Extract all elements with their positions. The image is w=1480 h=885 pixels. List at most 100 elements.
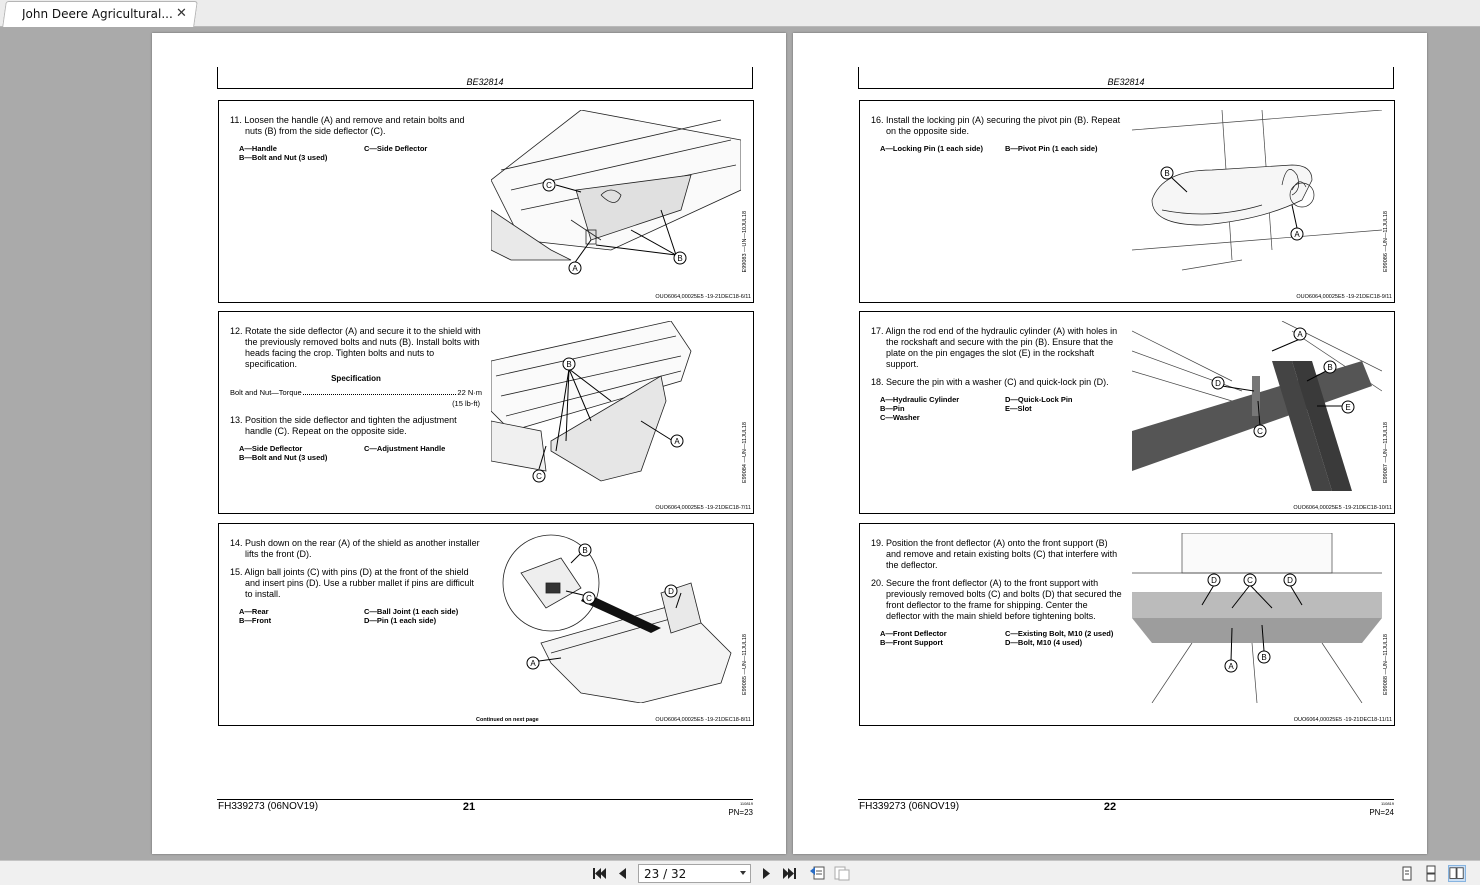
page-header: BE32814 <box>217 67 753 89</box>
legend-item: E—Slot <box>1005 404 1032 413</box>
tab-title[interactable]: John Deere Agricultural... <box>22 7 172 21</box>
instruction-panel: 12. Rotate the side deflector (A) and se… <box>218 311 754 514</box>
legend-item: B—Front Support <box>880 638 943 647</box>
footer-pn: PN=23 <box>728 808 753 817</box>
callout-label: D <box>668 587 674 596</box>
header-doc-code: BE32814 <box>466 77 504 87</box>
figure-front-deflector: D C D A B <box>1132 533 1382 703</box>
legend-item: C—Side Deflector <box>364 144 428 153</box>
legend-item: B—Bolt and Nut (3 used) <box>239 453 328 462</box>
callout-label: A <box>1294 230 1300 239</box>
instruction-panel: 17. Align the rod end of the hydraulic c… <box>859 311 1395 514</box>
dropdown-arrow-icon <box>740 871 746 875</box>
legend: A—Side Deflector C—Adjustment Handle B—B… <box>230 444 482 462</box>
two-page-icon <box>1449 867 1464 879</box>
legend-item: A—Locking Pin (1 each side) <box>880 144 983 153</box>
next-page-icon <box>763 868 770 879</box>
page-right: BE32814 16. Install the locking pin (A) … <box>793 33 1427 854</box>
continuous-view-button[interactable] <box>1422 865 1440 882</box>
legend-item: A—Rear <box>239 607 269 616</box>
instruction-panel: 11. Loosen the handle (A) and remove and… <box>218 100 754 303</box>
single-page-view-button[interactable] <box>1398 865 1416 882</box>
figure-code: E99085 —UN—11JUL18 <box>742 634 748 696</box>
go-back-icon <box>810 866 825 880</box>
callout-label: B <box>1164 169 1169 178</box>
figure-code: E99088 —UN—11JUL18 <box>1383 634 1389 696</box>
legend: A—Rear C—Ball Joint (1 each side) B—Fron… <box>230 607 482 625</box>
reference-code: OUO6064,00025E5 -19-21DEC18-9/11 <box>1296 294 1392 300</box>
tab-bar: John Deere Agricultural... ✕ <box>0 0 1480 27</box>
spec-row: Bolt and Nut—Torque 22 N·m <box>230 387 482 398</box>
footer-pn: PN=24 <box>1369 808 1394 817</box>
step-text: 11. Loosen the handle (A) and remove and… <box>230 115 465 136</box>
footer-page-number: 22 <box>1103 801 1117 813</box>
single-page-icon <box>1402 866 1412 881</box>
callout-label: C <box>1247 576 1253 585</box>
page-number-select[interactable]: 23 / 32 <box>638 864 751 883</box>
callout-label: A <box>1228 662 1234 671</box>
legend-item: B—Bolt and Nut (3 used) <box>239 153 328 162</box>
legend-item: D—Pin (1 each side) <box>364 616 437 625</box>
figure-code: E99084 —UN—11JUL18 <box>742 422 748 484</box>
figure-side-deflector-rotated: B A C <box>491 321 692 483</box>
figure-hydraulic-cylinder: A B D E C <box>1132 321 1382 491</box>
legend-item <box>1005 413 1135 422</box>
first-page-icon <box>593 868 606 879</box>
callout-label: C <box>546 181 552 190</box>
spec-value: 22 N·m <box>457 388 482 397</box>
navigation-toolbar: 23 / 32 <box>0 860 1480 885</box>
last-page-button[interactable] <box>781 865 799 882</box>
step-text: 19. Position the front deflector (A) ont… <box>871 538 1118 570</box>
footer-page-number: 21 <box>462 801 476 813</box>
go-forward-button[interactable] <box>833 865 851 882</box>
two-page-view-button[interactable] <box>1448 865 1466 882</box>
callout-label: C <box>586 594 592 603</box>
legend-item: B—Pin <box>880 404 905 413</box>
reference-code: OUO6064,00025E5 -19-21DEC18-7/11 <box>655 505 751 511</box>
callout-label: D <box>1211 576 1217 585</box>
instruction-panel: 19. Position the front deflector (A) ont… <box>859 523 1395 726</box>
callout-label: D <box>1215 379 1221 388</box>
callout-label: B <box>566 360 571 369</box>
legend-item: D—Quick-Lock Pin <box>1005 395 1073 404</box>
legend-item: B—Front <box>239 616 272 625</box>
next-page-button[interactable] <box>757 865 775 882</box>
spec-alt-value: (15 lb-ft) <box>452 399 480 408</box>
legend-item: A—Side Deflector <box>239 444 303 453</box>
callout-label: C <box>1257 427 1263 436</box>
go-back-button[interactable] <box>808 865 826 882</box>
step-text: 12. Rotate the side deflector (A) and se… <box>230 326 481 369</box>
callout-label: B <box>1261 653 1266 662</box>
step-text: 17. Align the rod end of the hydraulic c… <box>871 326 1118 369</box>
legend-item <box>364 153 494 162</box>
last-page-icon <box>783 868 796 879</box>
footer-rule <box>858 799 1394 800</box>
step-text: 20. Secure the front deflector (A) to th… <box>871 578 1122 621</box>
legend-item: A—Front Deflector <box>880 629 947 638</box>
callout-label: E <box>1345 403 1350 412</box>
spec-label: Bolt and Nut—Torque <box>230 388 302 397</box>
legend-item: C—Washer <box>880 413 920 422</box>
callout-label: A <box>1297 330 1303 339</box>
callout-label: A <box>572 264 578 273</box>
close-tab-icon[interactable]: ✕ <box>176 5 187 20</box>
callout-label: C <box>536 472 542 481</box>
legend-item: A—Handle <box>239 144 277 153</box>
figure-side-deflector-handle: C A B <box>491 110 741 275</box>
legend: A—Hydraulic Cylinder D—Quick-Lock Pin B—… <box>871 395 1123 422</box>
footer-doc-id: FH339273 (06NOV19) <box>218 801 319 812</box>
header-doc-code: BE32814 <box>1107 77 1145 87</box>
first-page-button[interactable] <box>590 865 608 882</box>
callout-label: B <box>1327 363 1332 372</box>
continued-note: Continued on next page <box>476 717 539 723</box>
callout-label: B <box>677 254 682 263</box>
legend-item: C—Existing Bolt, M10 (2 used) <box>1005 629 1114 638</box>
step-text: 18. Secure the pin with a washer (C) and… <box>871 377 1109 387</box>
legend-item: D—Bolt, M10 (4 used) <box>1005 638 1083 647</box>
page-left: BE32814 11. Loosen the handle (A) and re… <box>152 33 786 854</box>
legend: A—Front Deflector C—Existing Bolt, M10 (… <box>871 629 1123 647</box>
page-indicator: 23 / 32 <box>644 867 687 881</box>
footer-date-code: 110819 <box>1380 801 1394 806</box>
step-text: 13. Position the side deflector and tigh… <box>230 415 457 436</box>
previous-page-button[interactable] <box>614 865 632 882</box>
